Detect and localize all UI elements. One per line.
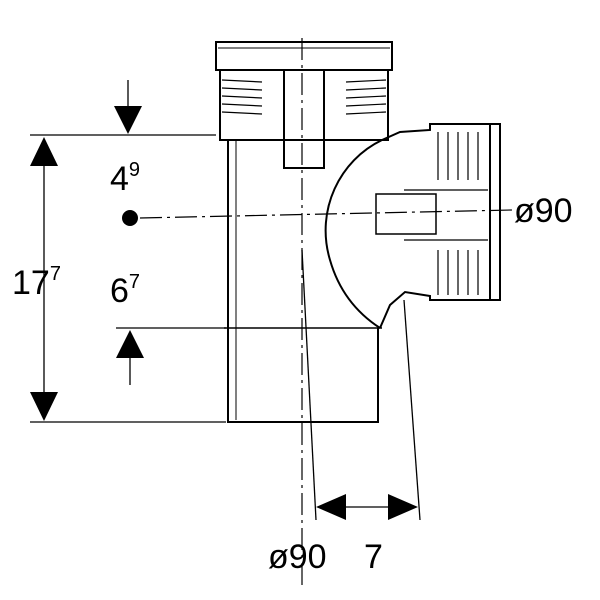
- upper-offset-label: 49: [110, 159, 140, 198]
- center-lines: [139, 38, 513, 590]
- dimension-lines: [30, 80, 421, 521]
- arrowheads: [30, 106, 418, 520]
- main-diameter-label: ø90: [268, 538, 327, 576]
- reference-dot: [122, 210, 138, 226]
- main-pipe: [224, 140, 382, 423]
- branch-diameter-label: ø90: [514, 192, 573, 230]
- branch-offset-label: 7: [364, 538, 383, 576]
- total-height-label: 177: [12, 263, 61, 302]
- branch-socket: [324, 123, 501, 329]
- top-socket: [215, 41, 393, 169]
- lower-offset-label: 67: [110, 271, 140, 310]
